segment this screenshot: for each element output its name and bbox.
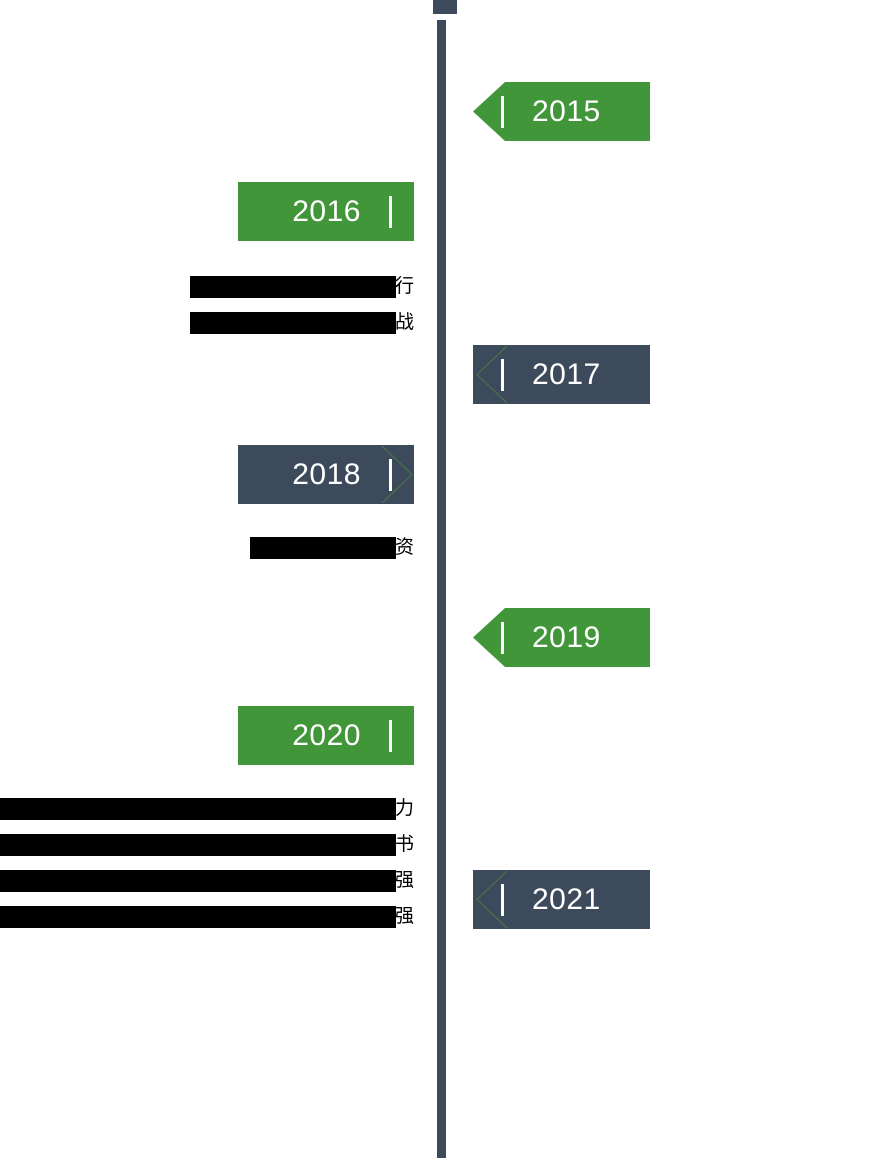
redaction-bar bbox=[0, 834, 396, 856]
description-line: 书 bbox=[0, 834, 414, 856]
timeline-axis-line bbox=[437, 20, 446, 1158]
description-text: 战 bbox=[394, 312, 414, 333]
chip-tick-divider bbox=[501, 883, 504, 916]
description-line: 资 bbox=[190, 537, 414, 559]
timeline-year-chip-2019[interactable]: 2019 bbox=[473, 608, 650, 667]
timeline-description-2020: 力书强强 bbox=[0, 798, 414, 928]
redaction-bar bbox=[190, 276, 396, 298]
chip-tick-divider bbox=[389, 458, 392, 491]
redaction-bar bbox=[0, 906, 396, 928]
year-label: 2018 bbox=[292, 457, 361, 491]
redaction-bar bbox=[250, 537, 396, 559]
timeline-year-chip-2015[interactable]: 2015 bbox=[473, 82, 650, 141]
timeline-year-chip-2018[interactable]: 2018 bbox=[238, 445, 414, 504]
timeline-top-cap bbox=[433, 0, 457, 14]
timeline-description-2016: 行战 bbox=[190, 276, 414, 334]
redaction-bar bbox=[0, 798, 396, 820]
description-text: 强 bbox=[394, 870, 414, 891]
description-text: 资 bbox=[394, 537, 414, 558]
description-line: 战 bbox=[190, 312, 414, 334]
chip-tick-divider bbox=[501, 358, 504, 391]
description-text: 强 bbox=[394, 906, 414, 927]
description-text: 行 bbox=[394, 276, 414, 297]
description-line: 强 bbox=[0, 870, 414, 892]
description-text: 书 bbox=[394, 834, 414, 855]
timeline-year-chip-2021[interactable]: 2021 bbox=[473, 870, 650, 929]
year-label: 2019 bbox=[532, 620, 601, 654]
description-text: 力 bbox=[394, 798, 414, 819]
year-label: 2017 bbox=[532, 357, 601, 391]
chip-tick-divider bbox=[389, 195, 392, 228]
year-label: 2015 bbox=[532, 94, 601, 128]
timeline-year-chip-2017[interactable]: 2017 bbox=[473, 345, 650, 404]
timeline-description-2018: 资 bbox=[190, 537, 414, 559]
year-label: 2020 bbox=[292, 718, 361, 752]
chip-tick-divider bbox=[389, 719, 392, 752]
year-label: 2021 bbox=[532, 882, 601, 916]
description-line: 强 bbox=[0, 906, 414, 928]
chip-tick-divider bbox=[501, 95, 504, 128]
description-line: 行 bbox=[190, 276, 414, 298]
redaction-bar bbox=[0, 870, 396, 892]
chip-tick-divider bbox=[501, 621, 504, 654]
chevron-right-icon bbox=[381, 445, 413, 504]
redaction-bar bbox=[190, 312, 396, 334]
timeline-year-chip-2016[interactable]: 2016 bbox=[238, 182, 414, 241]
year-label: 2016 bbox=[292, 194, 361, 228]
description-line: 力 bbox=[0, 798, 414, 820]
timeline-year-chip-2020[interactable]: 2020 bbox=[238, 706, 414, 765]
